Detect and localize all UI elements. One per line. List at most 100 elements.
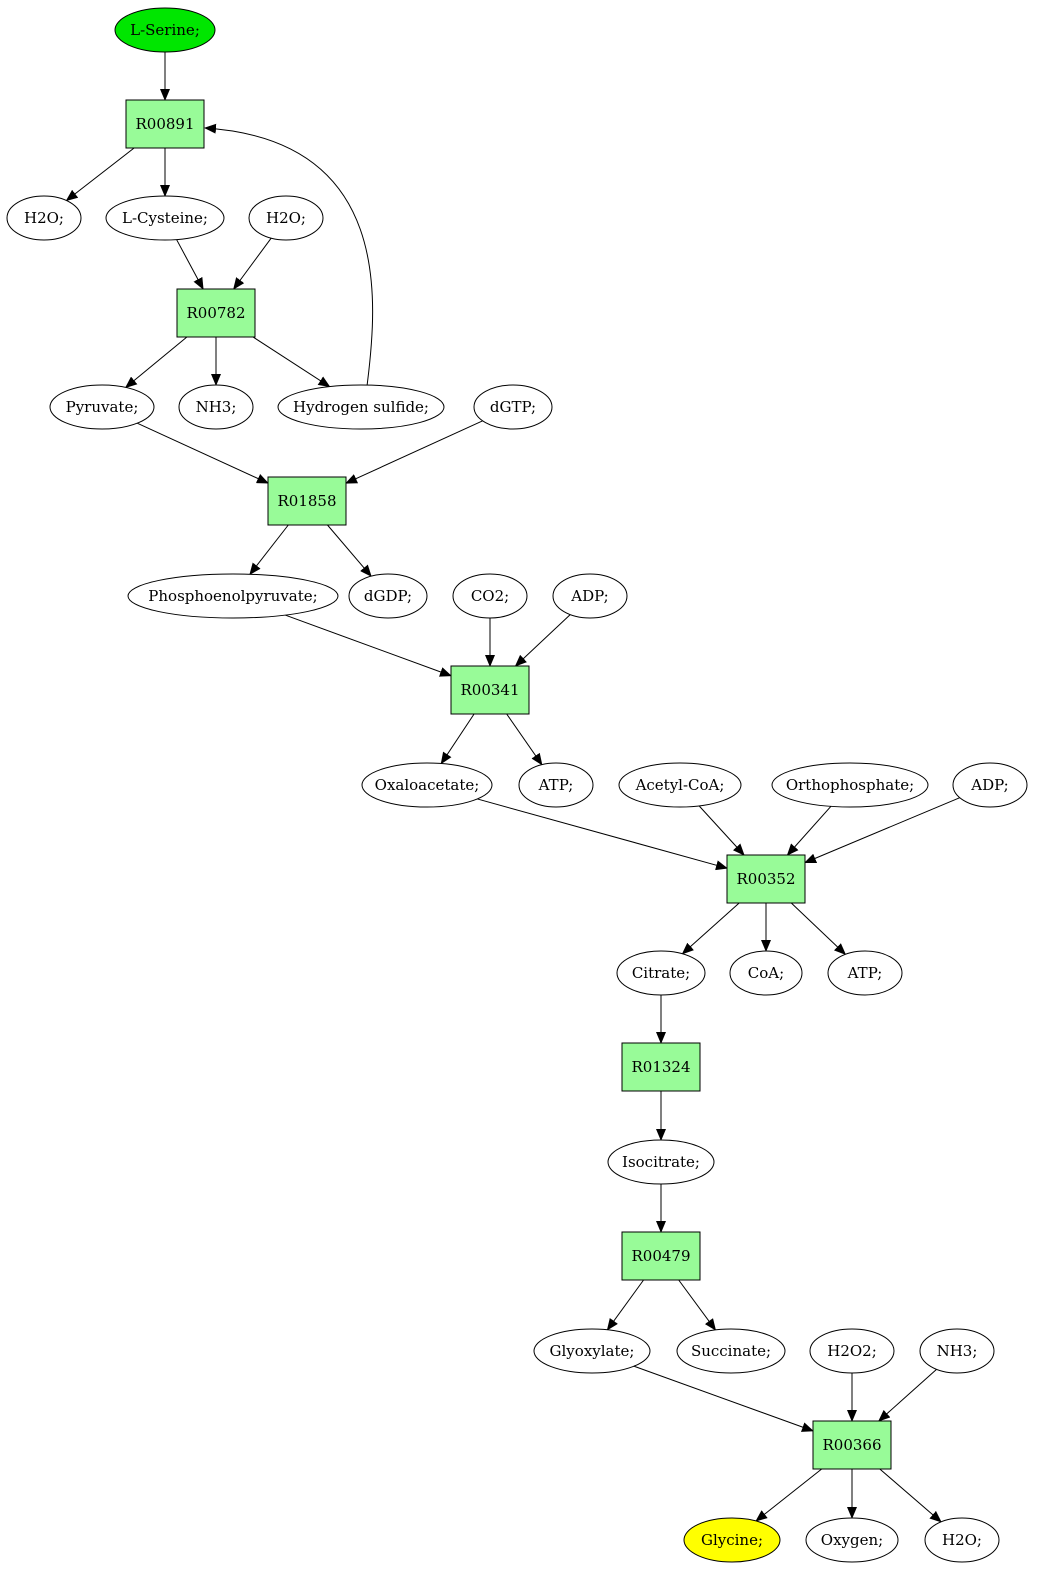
- node-label: Pyruvate;: [66, 398, 139, 416]
- edge-r01858-to-dgdp: [327, 524, 372, 577]
- reaction-node-r00352[interactable]: R00352: [726, 854, 806, 904]
- reaction-box: [726, 854, 806, 904]
- compound-node-phosphoenolpyruvate[interactable]: Phosphoenolpyruvate;: [127, 573, 339, 619]
- edge-oxaloacetate-to-r00352: [477, 798, 728, 871]
- compound-node-l-cysteine[interactable]: L-Cysteine;: [105, 195, 225, 241]
- reaction-node-r00366[interactable]: R00366: [812, 1420, 892, 1470]
- compound-node-adp[interactable]: ADP;: [952, 762, 1028, 808]
- edge-r01858-to-phosphoenolpyruvate: [249, 524, 289, 576]
- node-label: Oxygen;: [821, 1531, 883, 1549]
- edge-r00366-to-h2o: [879, 1468, 942, 1523]
- node-label: R00366: [822, 1436, 881, 1454]
- reaction-node-r01858[interactable]: R01858: [267, 476, 347, 526]
- compound-node-h2o[interactable]: H2O;: [6, 195, 82, 241]
- node-label: ADP;: [570, 587, 608, 605]
- edge-nh3-to-r00366: [878, 1368, 937, 1422]
- edges-layer: [65, 52, 960, 1523]
- compound-ellipse: [105, 195, 225, 241]
- compound-node-nh3[interactable]: NH3;: [919, 1328, 995, 1374]
- reaction-node-r00782[interactable]: R00782: [176, 288, 256, 338]
- node-label: H2O;: [24, 209, 64, 227]
- compound-ellipse: [552, 573, 628, 619]
- node-label: ATP;: [847, 964, 883, 982]
- edge-r00891-to-h2o: [65, 147, 135, 202]
- node-label: Oxaloacetate;: [375, 776, 480, 794]
- compound-ellipse: [473, 384, 553, 430]
- compound-ellipse: [49, 384, 155, 430]
- compound-ellipse: [127, 573, 339, 619]
- compound-node-h2o[interactable]: H2O;: [924, 1517, 1000, 1563]
- compound-node-dgtp[interactable]: dGTP;: [473, 384, 553, 430]
- reaction-node-r00479[interactable]: R00479: [621, 1231, 701, 1281]
- edge-adp-to-r00341: [514, 614, 571, 667]
- reaction-box: [621, 1231, 701, 1281]
- reaction-box: [450, 665, 530, 715]
- compound-node-pyruvate[interactable]: Pyruvate;: [49, 384, 155, 430]
- edge-orthophosphate-to-r00352: [786, 805, 832, 856]
- node-label: Glyoxylate;: [550, 1342, 635, 1360]
- reaction-box: [176, 288, 256, 338]
- compound-node-nh3[interactable]: NH3;: [178, 384, 254, 430]
- compound-node-h2o2[interactable]: H2O2;: [809, 1328, 895, 1374]
- compound-node-h2o[interactable]: H2O;: [248, 195, 324, 241]
- reaction-node-r01324[interactable]: R01324: [621, 1042, 701, 1092]
- compound-ellipse: [277, 384, 445, 430]
- node-label: R00782: [186, 304, 245, 322]
- edge-r00782-to-hydrogen-sulfide: [252, 336, 331, 388]
- edge-r00341-to-oxaloacetate: [440, 713, 475, 765]
- compound-node-glycine[interactable]: Glycine;: [683, 1517, 781, 1563]
- compound-node-atp[interactable]: ATP;: [827, 950, 903, 996]
- node-label: R01858: [277, 492, 336, 510]
- compound-ellipse: [919, 1328, 995, 1374]
- edge-r00366-to-glycine: [755, 1468, 822, 1522]
- compound-ellipse: [6, 195, 82, 241]
- compound-node-oxaloacetate[interactable]: Oxaloacetate;: [361, 762, 493, 808]
- compound-ellipse: [616, 950, 706, 996]
- compound-ellipse: [178, 384, 254, 430]
- compound-node-atp[interactable]: ATP;: [518, 762, 594, 808]
- edge-dgtp-to-r01858: [345, 420, 483, 484]
- edge-r00479-to-glyoxylate: [606, 1279, 644, 1331]
- compound-node-oxygen[interactable]: Oxygen;: [805, 1517, 899, 1563]
- node-label: dGDP;: [364, 587, 412, 605]
- compound-ellipse: [683, 1517, 781, 1563]
- edge-h2o-to-r00782: [233, 237, 272, 290]
- compound-node-succinate[interactable]: Succinate;: [676, 1328, 786, 1374]
- reaction-node-r00341[interactable]: R00341: [450, 665, 530, 715]
- node-label: CO2;: [471, 587, 509, 605]
- compound-node-acetyl-coa[interactable]: Acetyl-CoA;: [618, 762, 742, 808]
- edge-l-cysteine-to-r00782: [176, 239, 204, 290]
- node-label: L-Serine;: [130, 21, 200, 39]
- compound-node-l-serine[interactable]: L-Serine;: [114, 7, 216, 53]
- compound-ellipse: [805, 1517, 899, 1563]
- compound-node-co2[interactable]: CO2;: [452, 573, 528, 619]
- node-label: Phosphoenolpyruvate;: [148, 587, 317, 605]
- reaction-box: [125, 99, 205, 149]
- node-label: R00479: [631, 1247, 690, 1265]
- compound-node-citrate[interactable]: Citrate;: [616, 950, 706, 996]
- compound-node-dgdp[interactable]: dGDP;: [348, 573, 428, 619]
- node-label: NH3;: [196, 398, 237, 416]
- edge-phosphoenolpyruvate-to-r00341: [285, 614, 452, 677]
- node-label: L-Cysteine;: [122, 209, 208, 227]
- compound-node-isocitrate[interactable]: Isocitrate;: [607, 1139, 715, 1185]
- compound-node-adp[interactable]: ADP;: [552, 573, 628, 619]
- edge-hydrogen-sulfide-to-r00891: [204, 123, 374, 387]
- node-label: H2O;: [942, 1531, 982, 1549]
- node-label: Citrate;: [632, 964, 690, 982]
- node-label: ATP;: [538, 776, 574, 794]
- compound-node-glyoxylate[interactable]: Glyoxylate;: [533, 1328, 651, 1374]
- compound-ellipse: [729, 950, 803, 996]
- reaction-node-r00891[interactable]: R00891: [125, 99, 205, 149]
- edge-r00782-to-pyruvate: [124, 336, 188, 389]
- compound-node-orthophosphate[interactable]: Orthophosphate;: [771, 762, 929, 808]
- compound-ellipse: [518, 762, 594, 808]
- compound-node-coa[interactable]: CoA;: [729, 950, 803, 996]
- compound-ellipse: [361, 762, 493, 808]
- edge-r00479-to-succinate: [678, 1279, 717, 1331]
- compound-node-hydrogen-sulfide[interactable]: Hydrogen sulfide;: [277, 384, 445, 430]
- edge-adp-to-r00352: [804, 797, 960, 864]
- node-label: dGTP;: [490, 398, 536, 416]
